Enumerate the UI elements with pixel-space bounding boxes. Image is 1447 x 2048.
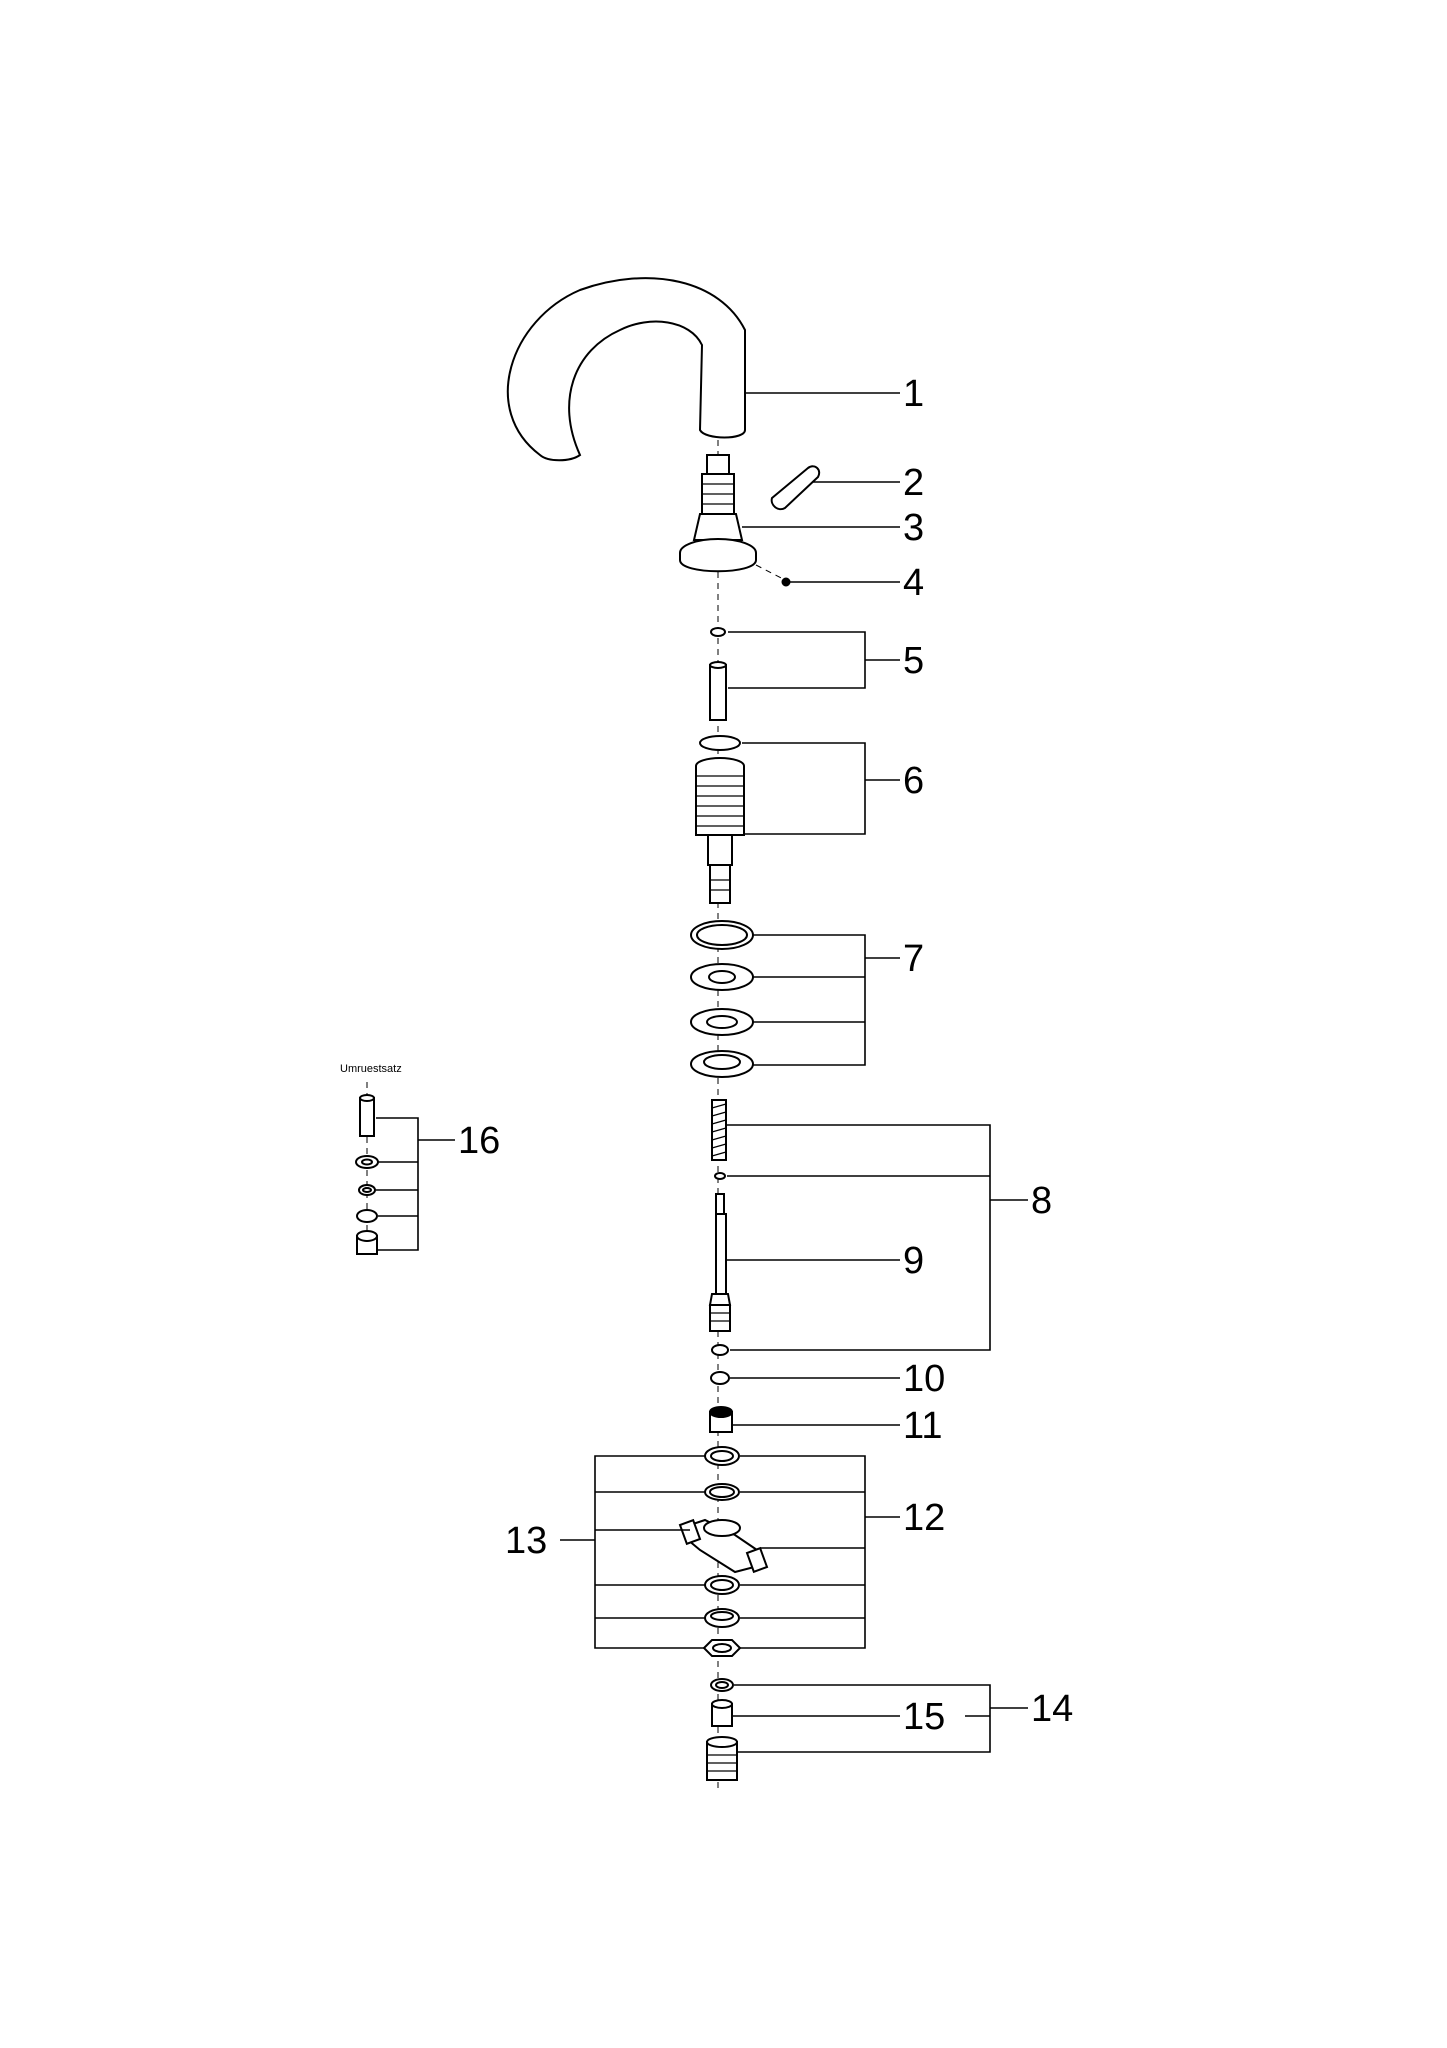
leader-6: [742, 742, 866, 835]
leader-12: [740, 1455, 866, 1649]
part-conversion-kit: [355, 1094, 379, 1255]
leader-14: [734, 1684, 991, 1753]
part-number-15: 15: [903, 1696, 945, 1738]
part-nut: [709, 1406, 733, 1433]
part-5-set: [709, 627, 727, 721]
part-retaining-ring: [710, 1371, 730, 1385]
part-12-13-set: [678, 1446, 769, 1657]
part-number-1: 1: [903, 373, 924, 415]
part-number-5: 5: [903, 640, 924, 682]
part-number-12: 12: [903, 1497, 945, 1539]
part-7-set: [690, 920, 754, 1078]
part-spout: [506, 277, 746, 462]
part-ring-8b: [711, 1344, 729, 1356]
part-number-2: 2: [903, 462, 924, 504]
part-number-11: 11: [903, 1405, 942, 1447]
part-6-set: [695, 735, 745, 904]
part-number-6: 6: [903, 760, 924, 802]
leader-8: [727, 1124, 991, 1351]
part-number-10: 10: [903, 1358, 945, 1400]
part-number-16: 16: [458, 1120, 500, 1162]
kit-caption: Umruestsatz: [340, 1063, 402, 1075]
part-spring: [711, 1099, 727, 1161]
part-spindle: [708, 1193, 732, 1332]
part-number-8: 8: [1031, 1180, 1052, 1222]
part-small-ring-8: [714, 1172, 726, 1180]
part-14-15-set: [706, 1678, 738, 1781]
leader-13: [594, 1455, 705, 1649]
part-number-4: 4: [903, 562, 924, 604]
part-number-7: 7: [903, 938, 924, 980]
leader-16: [376, 1117, 419, 1251]
part-number-9: 9: [903, 1240, 924, 1282]
part-body: [679, 454, 757, 573]
part-grub-screw: [781, 577, 791, 587]
part-number-3: 3: [903, 507, 924, 549]
part-lever: [770, 465, 821, 511]
part-number-13: 13: [505, 1520, 547, 1562]
leader-7: [753, 934, 866, 1066]
leader-5: [728, 631, 866, 689]
part-number-14: 14: [1031, 1688, 1073, 1730]
